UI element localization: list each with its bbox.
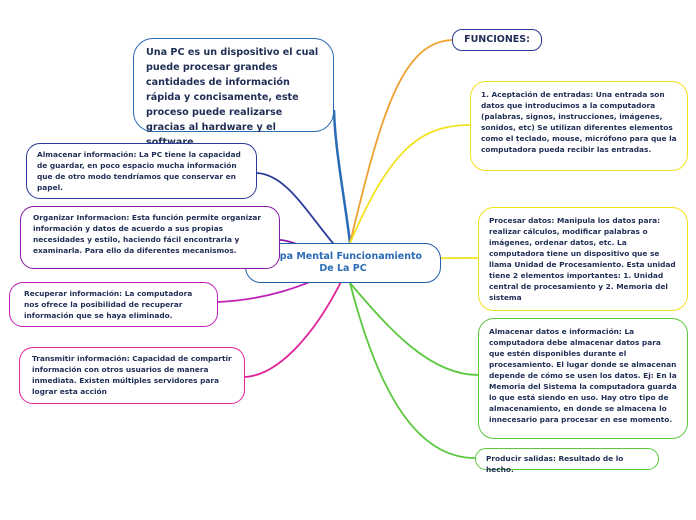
almacenar-informacion-node[interactable]: Almacenar información: La PC tiene la ca…	[26, 143, 257, 199]
link-transmitir	[244, 262, 351, 378]
organizar-informacion-node[interactable]: Organizar Informacion: Esta función perm…	[20, 206, 280, 269]
central-topic-title: Mapa Mental Funcionamiento De La PC	[263, 251, 423, 274]
aceptacion-entradas-node[interactable]: 1. Aceptación de entradas: Una entrada s…	[470, 81, 688, 171]
funciones-node[interactable]: FUNCIONES:	[452, 29, 542, 51]
link-intro	[332, 109, 352, 244]
producir-salidas-node[interactable]: Producir salidas: Resultado de lo hecho.	[475, 448, 659, 474]
almacenar-datos-node[interactable]: Almacenar datos e información: La comput…	[478, 318, 688, 439]
link-aceptacion	[349, 124, 471, 244]
recuperar-informacion-node[interactable]: Recuperar información: La computadora no…	[9, 282, 218, 327]
link-producir	[349, 282, 476, 459]
procesar-datos-node[interactable]: Procesar datos: Manipula los datos para:…	[478, 207, 688, 311]
link-almacenar-datos	[349, 282, 479, 376]
link-funciones	[349, 39, 453, 244]
intro-node[interactable]: Una PC es un dispositivo el cual puede p…	[133, 38, 334, 148]
transmitir-informacion-node[interactable]: Transmitir información: Capacidad de com…	[19, 347, 245, 404]
